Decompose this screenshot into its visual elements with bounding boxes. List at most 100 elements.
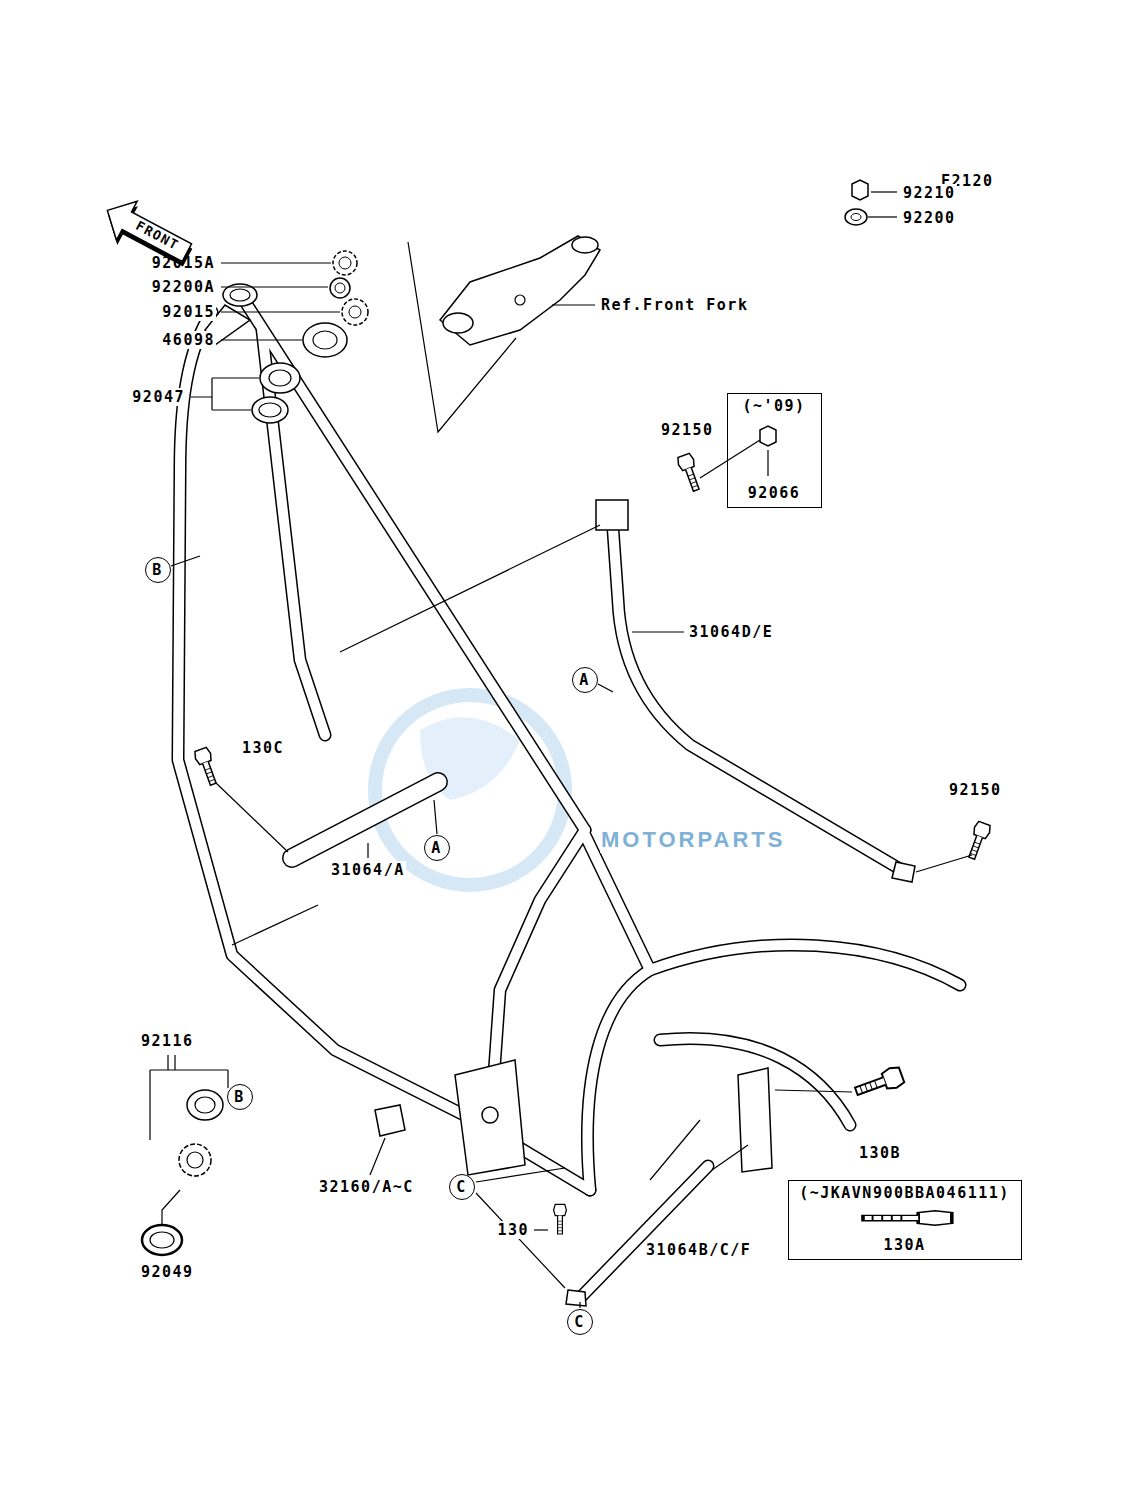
frame-tube bbox=[292, 782, 438, 858]
leader-lines bbox=[150, 192, 972, 1308]
nut-bore bbox=[349, 306, 361, 318]
tube-tab bbox=[566, 1290, 586, 1306]
stem-nut bbox=[333, 251, 357, 275]
leader-bracket bbox=[150, 1055, 228, 1140]
callout-number: 92200 bbox=[902, 209, 957, 227]
bolt bbox=[676, 453, 704, 493]
bearing-bore bbox=[269, 370, 291, 386]
leader-bracket bbox=[191, 378, 259, 410]
rear-plate bbox=[738, 1068, 772, 1172]
nut-bore bbox=[339, 257, 351, 269]
group-bracket bbox=[408, 242, 516, 432]
leader-line bbox=[434, 800, 437, 834]
callout-number: 31064/A bbox=[330, 861, 406, 879]
bolt bbox=[193, 747, 221, 787]
callout-number: 92116 bbox=[140, 1032, 195, 1050]
frame-tube bbox=[244, 300, 585, 830]
arrow-body bbox=[98, 192, 197, 272]
lock-washer bbox=[330, 278, 350, 298]
leader-line bbox=[221, 339, 302, 340]
frame-tube bbox=[244, 300, 585, 830]
guide-line bbox=[340, 525, 600, 652]
node-heading: (~'09) bbox=[742, 397, 805, 415]
callout-number: 46098 bbox=[161, 331, 216, 349]
race-bore bbox=[259, 403, 281, 417]
variant-box: (~JKAVN900BBA046111) 130A bbox=[788, 1180, 1022, 1260]
frame-tube bbox=[588, 970, 651, 1190]
guide-line bbox=[775, 1090, 852, 1092]
frame-tube bbox=[585, 835, 960, 985]
variant-box: (~'09) 92066 bbox=[727, 393, 822, 508]
callout-number: 92047 bbox=[131, 388, 186, 406]
guide-line bbox=[916, 855, 972, 872]
leader-line bbox=[632, 631, 684, 632]
stem-nut bbox=[342, 299, 368, 325]
leader-line bbox=[767, 450, 768, 476]
callout-number: 130B bbox=[858, 1144, 902, 1162]
leader-line bbox=[370, 1138, 385, 1175]
guide-line bbox=[232, 905, 318, 945]
direction-arrow: FRONT bbox=[98, 192, 198, 272]
node-text: 130A bbox=[883, 1236, 925, 1254]
callout-number: 31064D/E bbox=[688, 623, 774, 641]
nut bbox=[760, 426, 776, 446]
guide-line bbox=[700, 440, 760, 478]
callout-number: 130C bbox=[241, 739, 285, 757]
watermark: MOTORPARTS bbox=[600, 827, 786, 853]
callout-number: 92150 bbox=[660, 421, 715, 439]
callout-number: 92150 bbox=[948, 781, 1003, 799]
leader-line bbox=[162, 1190, 180, 1225]
callout-number: 130 bbox=[496, 1221, 530, 1239]
node-heading: C bbox=[574, 1313, 585, 1331]
pivot-plate bbox=[455, 1060, 525, 1175]
callout-number: 92210 bbox=[902, 184, 957, 202]
arrow-group bbox=[98, 192, 198, 272]
seal-bore bbox=[150, 1232, 174, 1248]
washer bbox=[845, 209, 867, 225]
leader-line bbox=[871, 191, 897, 192]
leader-line bbox=[534, 1229, 548, 1230]
seal-bore bbox=[313, 331, 337, 349]
callout-number: 31064B/C/F bbox=[645, 1241, 752, 1259]
node-heading: C bbox=[456, 1178, 467, 1196]
reference-circle: B bbox=[227, 1084, 253, 1110]
frame-tube bbox=[580, 1166, 708, 1298]
node-heading: B bbox=[152, 561, 163, 579]
frame-bracket bbox=[375, 1105, 405, 1136]
frame-tube bbox=[612, 515, 905, 872]
leader-line bbox=[171, 556, 200, 566]
steering-head-bore bbox=[230, 289, 250, 301]
callout-number: 92015 bbox=[161, 303, 216, 321]
callout-number: 92049 bbox=[140, 1263, 195, 1281]
clamp-bore bbox=[572, 237, 598, 253]
node-heading: A bbox=[431, 839, 442, 857]
bolt bbox=[863, 1211, 952, 1225]
guide-line bbox=[650, 1120, 748, 1180]
tube-outline bbox=[178, 300, 960, 1298]
node-heading: B bbox=[234, 1088, 245, 1106]
reference-circle: C bbox=[567, 1309, 593, 1335]
tube-tab bbox=[596, 500, 628, 530]
leader-line bbox=[221, 311, 340, 312]
guide-line bbox=[215, 782, 288, 852]
frame-tube bbox=[585, 835, 960, 985]
reference-note: Ref.Front Fork bbox=[600, 296, 749, 314]
guide-line bbox=[476, 1168, 565, 1288]
reference-circle: A bbox=[424, 835, 450, 861]
callout-number: 32160/A~C bbox=[318, 1178, 415, 1196]
leader-line bbox=[868, 216, 897, 217]
bearing-bore bbox=[195, 1097, 215, 1113]
washer-hole bbox=[335, 283, 345, 293]
node-heading: (~JKAVN900BBA046111) bbox=[799, 1184, 1010, 1202]
frame-tube bbox=[292, 782, 438, 858]
frame-tube bbox=[612, 515, 905, 872]
bolt bbox=[554, 1204, 567, 1234]
node-text: 92066 bbox=[748, 484, 801, 502]
frame-tube bbox=[588, 970, 651, 1190]
reference-circle: B bbox=[145, 557, 171, 583]
cap-nut bbox=[852, 180, 868, 200]
reference-circle: C bbox=[449, 1174, 475, 1200]
pivot-hole bbox=[482, 1107, 498, 1123]
leader-line bbox=[221, 286, 328, 287]
leader-line bbox=[579, 1302, 580, 1308]
